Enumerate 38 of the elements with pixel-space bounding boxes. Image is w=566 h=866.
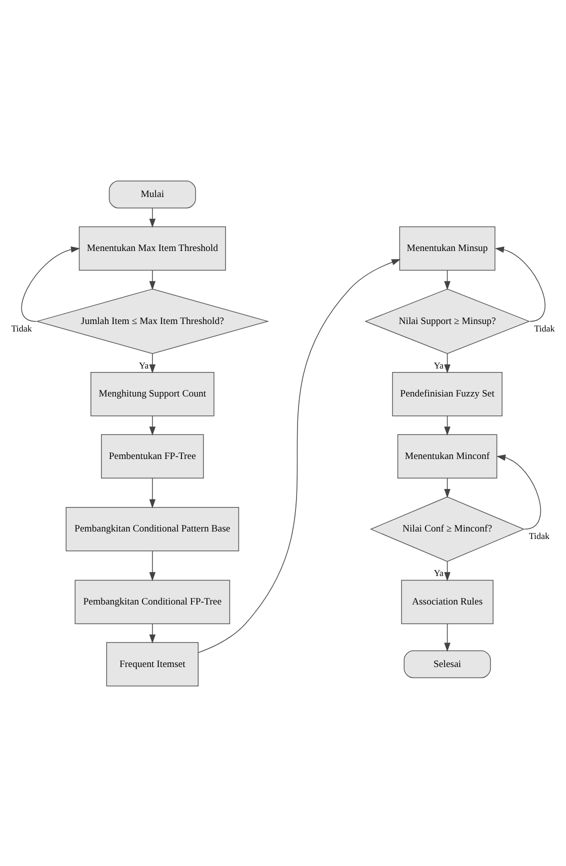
arrow <box>149 270 156 290</box>
node-box: Association Rules <box>401 579 494 624</box>
node-box: Menentukan Minsup <box>399 226 496 270</box>
edge-label: Tidak <box>534 322 555 333</box>
node-box: Menghitung Support Count <box>90 371 214 416</box>
node-box: Mulai <box>108 180 196 208</box>
arrow <box>149 623 156 643</box>
node-box: Pembangkitan Conditional FP-Tree <box>74 579 230 624</box>
node-box: Pembangkitan Conditional Pattern Base <box>66 506 240 551</box>
arrow <box>149 415 156 436</box>
edge-label: Ya <box>139 360 149 370</box>
arrow <box>149 352 156 373</box>
node-box: Menentukan Minconf <box>397 434 498 478</box>
edge-label: Ya <box>434 568 444 578</box>
arrow <box>444 415 450 436</box>
edge-label: Tidak <box>11 322 32 333</box>
arrow <box>496 454 541 530</box>
arrow <box>198 258 401 653</box>
arrow <box>149 477 156 508</box>
arrow <box>494 246 546 322</box>
arrow <box>444 352 450 373</box>
node-box: Pendefinisian Fuzzy Set <box>392 371 502 416</box>
arrow <box>444 477 450 498</box>
edge-label: Ya <box>434 360 444 370</box>
arrow <box>149 550 156 581</box>
arrow <box>444 623 450 652</box>
arrow <box>149 207 156 228</box>
edge-label: Tidak <box>528 530 550 541</box>
node-box: Menentukan Max Item Threshold <box>78 226 226 270</box>
node-diamond: Nilai Conf ≥ Minconf? <box>370 496 525 562</box>
node-box: Pembentukan FP-Tree <box>101 434 204 478</box>
arrow <box>444 560 450 581</box>
arrow <box>444 270 450 290</box>
node-diamond: Jumlah Item ≤ Max Item Threshold? <box>36 288 270 354</box>
node-box: Frequent Itemset <box>106 642 199 686</box>
node-diamond: Nilai Support ≥ Minsup? <box>364 288 530 354</box>
arrow <box>21 246 80 322</box>
node-box: Selesai <box>404 650 491 678</box>
